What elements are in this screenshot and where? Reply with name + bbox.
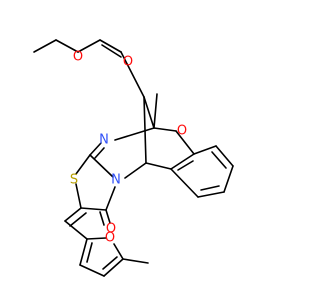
- bond-o-carbonyl-carbon: [77, 39, 101, 53]
- bond-bridge-to-quaternary: [143, 96, 155, 129]
- bond-exo-double-b: [69, 212, 87, 227]
- atom-ring-ether-oxygen: O: [177, 124, 187, 139]
- bond-lactam-c-o-a: [105, 209, 111, 224]
- bond-ch-to-lactam-n: [124, 162, 147, 179]
- bond-furan-5: [86, 237, 107, 240]
- bond-furan-1: [79, 238, 88, 266]
- bond-layer: [33, 39, 234, 277]
- bond-quaternary-to-o: [153, 127, 177, 132]
- bond-o-to-aryl: [175, 130, 195, 155]
- bond-n-to-c-amidine: [89, 142, 102, 156]
- bond-amidine-to-s: [75, 154, 91, 175]
- bond-ch-to-aryl: [145, 162, 172, 170]
- bond-methyl: [153, 93, 158, 129]
- atom-ester-alkoxy-oxygen: O: [73, 50, 83, 65]
- bond-benzene-3: [223, 165, 234, 193]
- atom-imine-nitrogen: N: [99, 133, 109, 148]
- bond-to-furan: [64, 220, 88, 240]
- bond-benzene-6: [170, 153, 195, 170]
- bond-carbonyl-to-lactam-n: [105, 186, 116, 211]
- bond-ethyl-ch2-o: [55, 39, 79, 53]
- bond-s-to-c-exo: [75, 183, 82, 209]
- bond-exo-double-a: [64, 207, 82, 222]
- bond-carbonyl-to-bridge: [120, 51, 145, 98]
- atom-lactam-nitrogen: N: [111, 173, 121, 188]
- bond-furan-1b: [86, 242, 93, 263]
- bond-benzene-5: [170, 168, 199, 198]
- bond-n-to-c-amidine-double: [94, 147, 105, 159]
- bond-benzene-4: [197, 191, 225, 198]
- bond-benzene-2: [215, 145, 234, 167]
- atom-ester-carbonyl-oxygen: O: [123, 55, 133, 70]
- bond-furan-3: [103, 258, 124, 277]
- bond-furan-3b: [102, 256, 118, 270]
- bond-quaternary-to-n: [114, 127, 155, 141]
- bond-benzene-1: [193, 145, 217, 155]
- molecule-structure-diagram: O O O N N S O O: [33, 39, 234, 277]
- atom-lactam-oxygen: O: [106, 222, 116, 237]
- atom-furan-oxygen: O: [105, 231, 115, 246]
- bond-amidine-to-lactam-n: [89, 154, 114, 178]
- atom-label-layer: O O O N N S O O: [70, 50, 187, 246]
- bond-furan-4: [113, 243, 124, 260]
- bond-benzene-2b: [211, 151, 227, 169]
- bond-lactam-c-o-b: [99, 211, 105, 226]
- bond-carbonyl-double-b: [101, 44, 122, 58]
- bond-c-exo-to-carbonyl: [80, 207, 107, 211]
- bond-benzene-4b: [200, 185, 220, 191]
- bond-benzene-6b: [177, 160, 194, 171]
- bond-ethyl-ch3-ch2: [33, 39, 57, 53]
- bond-furan-2: [79, 264, 105, 277]
- bond-furan-methyl: [122, 258, 149, 264]
- atom-thiazole-sulfur: S: [70, 173, 78, 188]
- bond-carbonyl-double-a: [99, 39, 122, 53]
